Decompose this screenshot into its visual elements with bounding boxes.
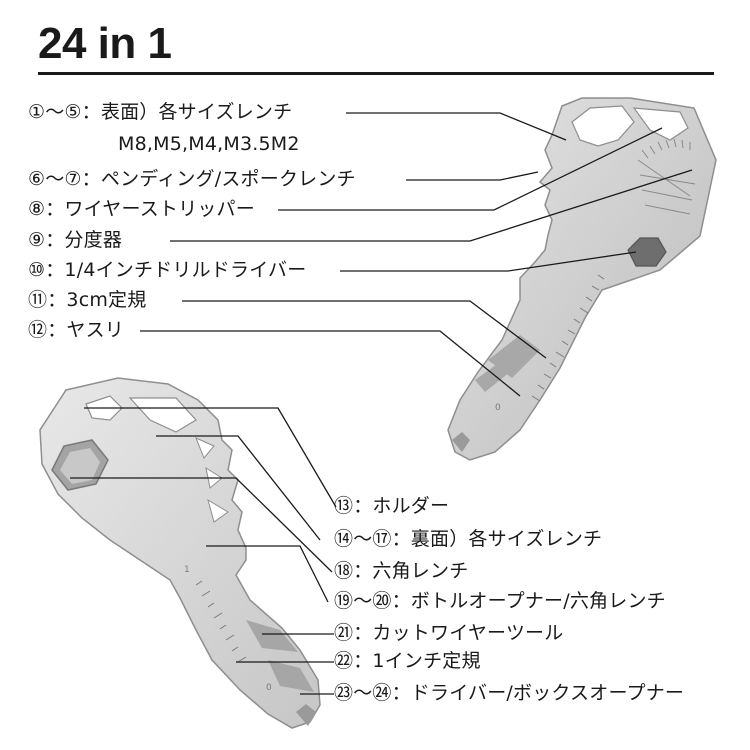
label-3cm-ruler: ⑪：3cm定規 (28, 289, 147, 311)
protractor-scale (637, 138, 696, 215)
leader-lines-bottom (70, 407, 337, 695)
cut-wire-tool-texture (246, 620, 314, 692)
label-drill-driver: ⑩：1/4インチドリルドライバー (28, 259, 307, 281)
key-tool-back: 0 1 (39, 377, 321, 729)
hex-drive-hole (627, 237, 667, 267)
label-bottle-opener: ⑲〜⑳：ボトルオープナー/六角レンチ (334, 590, 666, 612)
label-wrench-sizes: M8,M5,M4,M3.5M2 (118, 133, 300, 155)
top-ruler-zero: 0 (495, 403, 501, 413)
page-title: 24 in 1 (38, 19, 172, 68)
leader-lines-top (140, 112, 693, 397)
label-back-wrench: ⑭〜⑰：裏面）各サイズレンチ (334, 528, 603, 550)
wrench-opening-a (571, 105, 635, 147)
label-file: ⑫：ヤスリ (28, 319, 125, 341)
bottom-ruler-one: 1 (184, 565, 190, 575)
file-texture (475, 335, 540, 392)
ruler-3cm-ticks (531, 274, 605, 402)
screwdriver-tip (452, 432, 470, 452)
label-1inch-ruler: ㉒：1インチ定規 (334, 650, 481, 672)
key-tool-front: 0 (447, 97, 717, 461)
box-opener-tip (296, 704, 316, 726)
label-spoke-wrench: ⑥〜⑦：ペンディング/スポークレンチ (28, 168, 356, 190)
bottom-ruler-zero: 0 (266, 683, 272, 693)
ruler-1inch-ticks (195, 580, 247, 663)
wrench-opening-b (632, 107, 689, 141)
label-cut-wire-tool: ㉑：カットワイヤーツール (334, 622, 564, 644)
label-wire-stripper: ⑧：ワイヤーストリッパー (28, 198, 255, 220)
label-driver-box-opener: ㉓〜㉔：ドライバー/ボックスオープナー (334, 682, 685, 704)
label-hex-wrench: ⑱：六角レンチ (334, 560, 469, 582)
wrench-opening-d (128, 397, 197, 433)
title-underline (38, 72, 714, 75)
label-holder: ⑬：ホルダー (334, 495, 450, 517)
label-surface-wrench: ①〜⑤：表面）各サイズレンチ (28, 101, 293, 123)
label-protractor: ⑨：分度器 (28, 229, 123, 251)
